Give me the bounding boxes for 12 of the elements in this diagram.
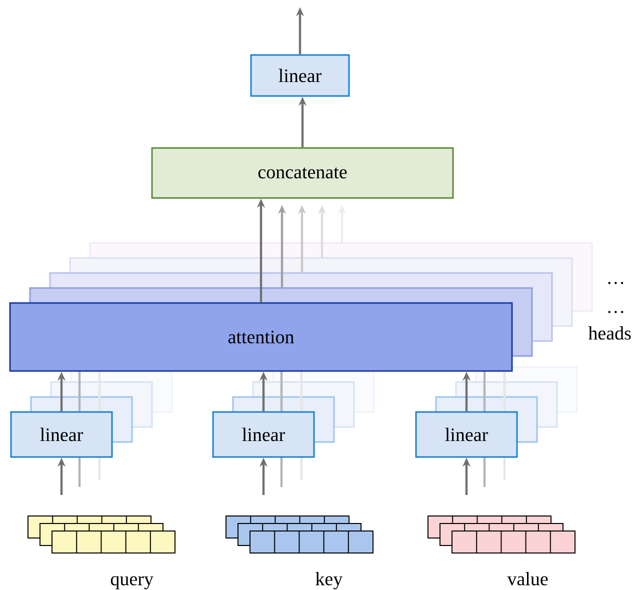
linear-box: linear — [10, 411, 113, 458]
heads-label: heads — [588, 326, 631, 340]
ellipsis: … — [608, 310, 624, 314]
tensor-label: value — [507, 572, 548, 586]
ellipsis: … — [608, 282, 624, 284]
attention-box: attention — [9, 302, 513, 372]
tensor-label: key — [316, 572, 343, 590]
linear-box: linear — [250, 54, 350, 97]
tensor-label: query — [110, 576, 154, 590]
concatenate-box: concatenate — [151, 147, 454, 199]
linear-box: linear — [212, 411, 315, 458]
linear-box: linear — [415, 411, 518, 458]
